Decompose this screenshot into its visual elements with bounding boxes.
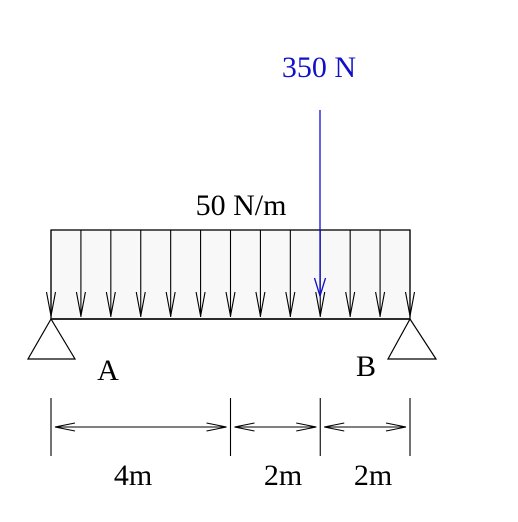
point-load bbox=[313, 110, 327, 299]
support-b-label: B bbox=[356, 350, 376, 383]
udl-arrow-head bbox=[45, 291, 57, 317]
udl-arrow-head bbox=[135, 291, 146, 317]
udl-arrow-head bbox=[255, 291, 266, 317]
udl-arrow-head bbox=[285, 291, 296, 317]
point-load-label: 350 N bbox=[282, 51, 356, 84]
dimension-arrow-left bbox=[234, 422, 255, 432]
dimension-label-3: 2m bbox=[354, 459, 392, 492]
point-load-arrow-head bbox=[313, 277, 327, 299]
dimension-arrow-right bbox=[206, 422, 227, 432]
distributed-load-label: 50 N/m bbox=[196, 189, 287, 222]
udl-arrow-head bbox=[315, 291, 326, 317]
udl-arrow-head bbox=[165, 291, 176, 317]
dimension-arrow-left bbox=[324, 422, 345, 432]
dimension-lines bbox=[50, 398, 411, 456]
support-a-label: A bbox=[97, 354, 119, 387]
support-b-triangle bbox=[386, 317, 438, 360]
dimension-arrow-left bbox=[54, 422, 76, 432]
udl-arrow-head bbox=[225, 291, 236, 317]
udl-arrow-head bbox=[375, 291, 386, 317]
udl-arrow-head bbox=[404, 291, 416, 317]
dimension-arrow-right bbox=[296, 422, 317, 432]
support-a-triangle bbox=[26, 317, 77, 360]
udl-arrow-head bbox=[105, 291, 116, 317]
distributed-load bbox=[45, 229, 416, 320]
dimension-label-2: 2m bbox=[264, 459, 302, 492]
dimension-label-1: 4m bbox=[114, 459, 152, 492]
udl-arrow-head bbox=[195, 291, 206, 317]
udl-arrow-head bbox=[345, 291, 356, 317]
udl-arrow-head bbox=[75, 291, 86, 317]
dimension-arrow-right bbox=[385, 422, 407, 432]
